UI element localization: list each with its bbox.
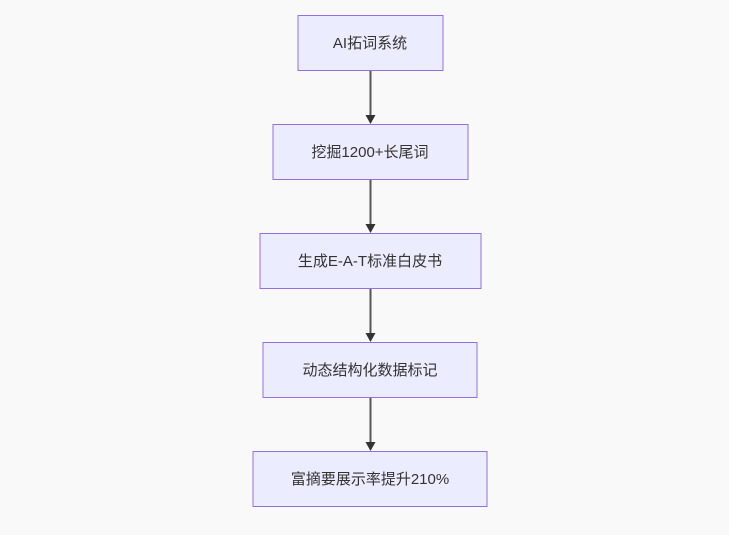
arrow-line bbox=[369, 180, 371, 225]
arrowhead-icon bbox=[365, 333, 375, 342]
flow-node-label: 动态结构化数据标记 bbox=[302, 361, 438, 379]
flow-node-rich-snippet-result: 富摘要展示率提升210% bbox=[252, 451, 488, 507]
flow-arrow-1 bbox=[365, 71, 375, 124]
arrowhead-icon bbox=[365, 442, 375, 451]
arrowhead-icon bbox=[365, 115, 375, 124]
flow-node-label: 富摘要展示率提升210% bbox=[290, 470, 450, 488]
flow-node-label: 生成E-A-T标准白皮书 bbox=[297, 252, 443, 270]
flow-arrow-4 bbox=[365, 398, 375, 451]
flow-node-ai-word-expansion: AI拓词系统 bbox=[297, 15, 443, 71]
flow-node-eat-whitepaper: 生成E-A-T标准白皮书 bbox=[259, 233, 481, 289]
arrow-line bbox=[369, 71, 371, 116]
flow-arrow-3 bbox=[365, 289, 375, 342]
flow-node-label: AI拓词系统 bbox=[332, 34, 408, 52]
flow-node-longtail-mining: 挖掘1200+长尾词 bbox=[272, 124, 468, 180]
arrow-line bbox=[369, 289, 371, 334]
arrowhead-icon bbox=[365, 224, 375, 233]
flow-arrow-2 bbox=[365, 180, 375, 233]
arrow-line bbox=[369, 398, 371, 443]
flowchart: AI拓词系统 挖掘1200+长尾词 生成E-A-T标准白皮书 动态结构化数据标记 bbox=[252, 15, 488, 507]
flow-node-structured-data-markup: 动态结构化数据标记 bbox=[262, 342, 478, 398]
flow-node-label: 挖掘1200+长尾词 bbox=[311, 143, 429, 161]
